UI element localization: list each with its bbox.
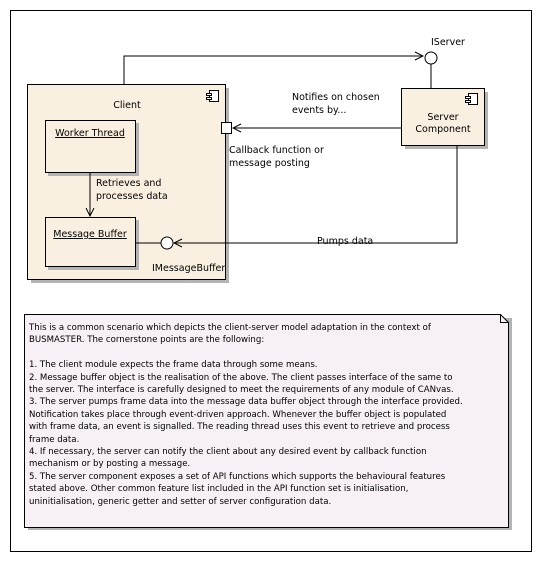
note-box: [24, 314, 512, 530]
pumps-label: Pumps data: [317, 236, 373, 247]
client-to-iserver-edge: [123, 56, 423, 84]
note-fold: [500, 314, 509, 323]
callback-port[interactable]: [221, 122, 232, 134]
worker-thread-class[interactable]: Worker Thread: [45, 120, 140, 177]
server-label-line1: Server: [427, 112, 458, 123]
message-buffer-class[interactable]: Message Buffer: [45, 217, 140, 271]
component-icon: [465, 93, 478, 105]
callback-label-line1: Callback function or: [229, 145, 324, 156]
client-title: Client: [113, 100, 141, 111]
server-label-line2: Component: [415, 124, 470, 135]
imessagebuffer-label: IMessageBuffer: [152, 263, 225, 274]
imessagebuffer-interface[interactable]: [160, 236, 174, 250]
pumps-edge: [174, 146, 458, 243]
message-buffer-label: Message Buffer: [53, 229, 127, 240]
note-text: This is a common scenario which depicts …: [29, 323, 463, 507]
callback-label-line2: message posting: [229, 158, 310, 169]
retrieves-label-line2: processes data: [96, 191, 168, 202]
retrieves-label-line1: Retrieves and: [96, 178, 161, 189]
worker-thread-label: Worker Thread: [55, 128, 125, 139]
iserver-label: IServer: [431, 37, 465, 48]
notify-label-line1: Notifies on chosen: [292, 92, 380, 103]
notify-label-line2: events by...: [292, 105, 346, 116]
server-component[interactable]: Server Component: [401, 88, 489, 150]
iserver-interface[interactable]: [424, 51, 438, 65]
component-icon: [206, 90, 219, 102]
